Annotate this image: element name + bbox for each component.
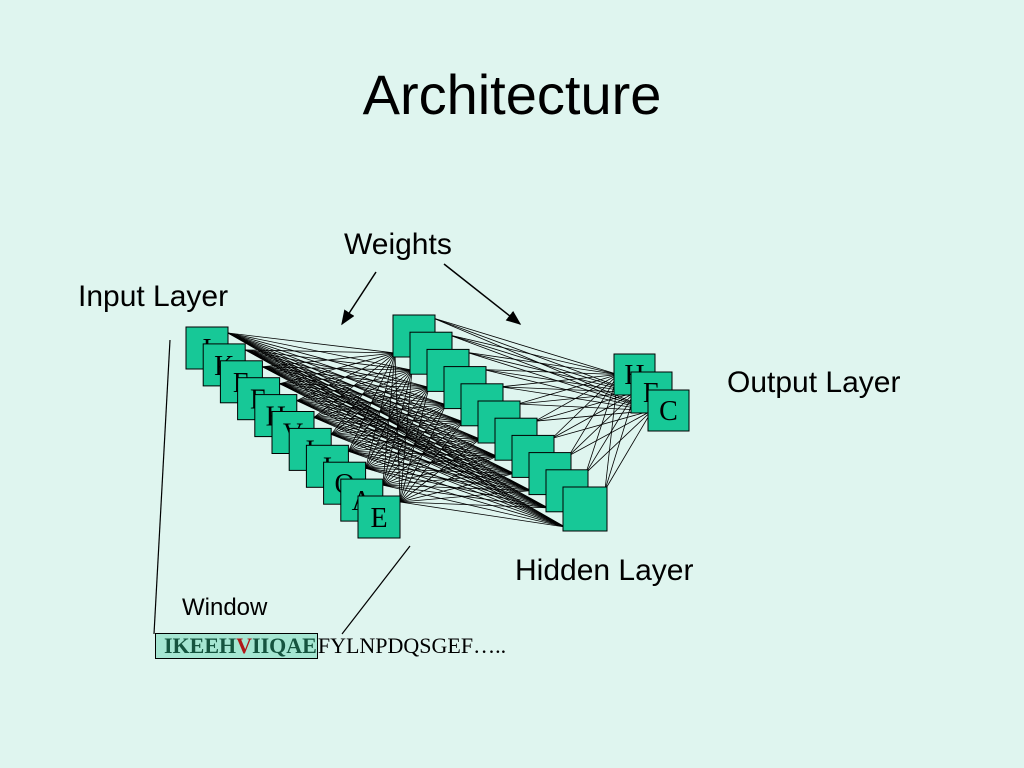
weight-line (399, 404, 447, 503)
input-layer-label: Input Layer (78, 280, 229, 313)
weights-arrow-right (443, 263, 522, 325)
weight-line (585, 410, 653, 474)
window-center-residue: V (236, 633, 253, 658)
window-box: IKEEHVIIQAE (155, 633, 318, 659)
slide-title: Architecture (362, 63, 662, 126)
weight-line (449, 334, 619, 375)
weight-line (399, 421, 464, 503)
weight-line (313, 352, 396, 418)
sequence-line: IKEEHVIIQAEFYLNPDQSGEF….. (155, 633, 506, 659)
input-node: E (357, 495, 401, 539)
weight-line (227, 332, 396, 354)
weight-line (399, 473, 515, 503)
weight-line (534, 374, 619, 422)
weight-line (399, 501, 566, 528)
weight-line (568, 374, 619, 456)
hidden-layer-label: Hidden Layer (515, 554, 694, 587)
output-node-letter: C (659, 396, 678, 427)
weight-line (348, 352, 396, 452)
window-bracket-left (153, 339, 171, 635)
window-bracket-right (341, 545, 411, 635)
annotation-lines (153, 263, 522, 635)
weights-arrow-left (341, 271, 377, 326)
output-layer-nodes: HEC (613, 353, 690, 432)
window-residues-after: IIQAE (252, 633, 317, 658)
hidden-layer-nodes (392, 314, 608, 532)
weight-line (517, 374, 619, 405)
weight-line (466, 352, 619, 375)
output-node-box (647, 389, 690, 432)
window-label: Window (182, 594, 268, 621)
weight-line (399, 490, 532, 503)
weight-line (483, 369, 619, 375)
weight-line (585, 392, 636, 474)
weight-line (500, 374, 619, 388)
weight-line (604, 392, 636, 491)
weight-line (604, 410, 653, 491)
weight-line (365, 352, 396, 469)
weight-line (399, 438, 481, 503)
weight-connections (227, 317, 653, 528)
weight-line (296, 352, 396, 401)
input-layer-nodes: IKEEHVIIQAE (185, 326, 401, 539)
weight-line (262, 352, 396, 368)
weight-line (279, 352, 396, 385)
weight-line (399, 455, 498, 503)
output-node: C (647, 389, 690, 432)
weights-label: Weights (344, 228, 452, 261)
output-layer-label: Output Layer (727, 366, 901, 399)
weight-line (432, 317, 619, 375)
input-node-letter: E (370, 503, 387, 534)
weight-line (585, 374, 619, 473)
weight-line (551, 374, 619, 439)
weight-line (245, 349, 396, 354)
weight-line (399, 387, 430, 503)
input-node-box (357, 495, 401, 539)
weight-line (399, 501, 549, 509)
weight-line (399, 370, 413, 503)
weight-line (394, 352, 401, 503)
weight-line (330, 352, 396, 435)
window-residues-before: IKEEH (164, 633, 237, 658)
weight-line (382, 352, 396, 486)
sequence-remainder: FYLNPDQSGEF….. (317, 633, 507, 658)
hidden-node (562, 486, 608, 532)
